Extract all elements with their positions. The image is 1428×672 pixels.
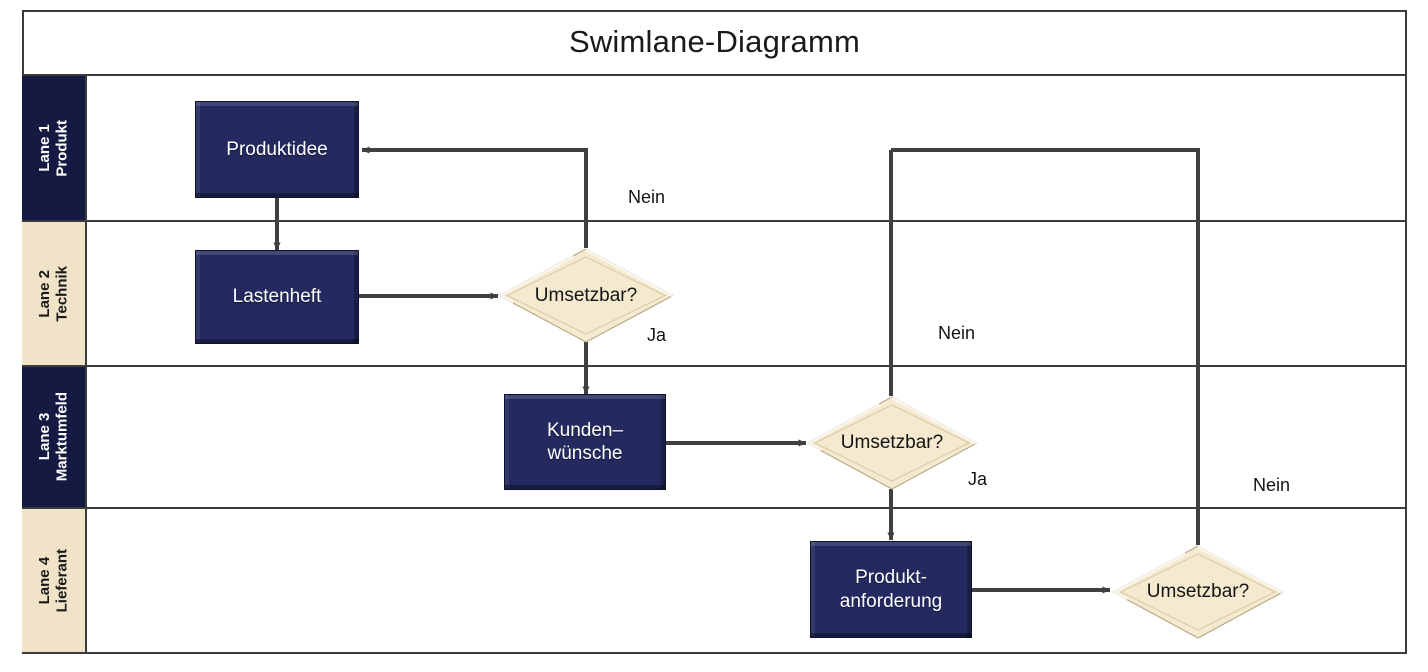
node-decision-umsetzbar-2[interactable]: Umsetzbar? xyxy=(806,396,978,490)
node-decision-2-label: Umsetzbar? xyxy=(840,432,944,453)
node-produktanforderung[interactable]: Produkt-anforderung xyxy=(810,541,972,638)
edge-label-ja-2: Ja xyxy=(968,469,988,489)
diamond-icon xyxy=(498,248,674,343)
node-kundenwuensche-label: Kunden–wünsche xyxy=(546,419,624,464)
edge-label-ja-1: Ja xyxy=(647,325,667,345)
node-decision-3-label: Umsetzbar? xyxy=(1146,581,1250,602)
diagram-title-bar: Swimlane-Diagramm xyxy=(22,10,1407,76)
page-title: Swimlane-Diagramm xyxy=(568,24,861,59)
node-kundenwuensche[interactable]: Kunden–wünsche xyxy=(504,394,666,490)
edge-label-nein-2: Nein xyxy=(938,323,976,343)
node-produktidee[interactable]: Produktidee xyxy=(195,101,359,198)
node-produktidee-label: Produktidee xyxy=(226,138,328,160)
edge-label-nein-3: Nein xyxy=(1253,475,1291,495)
diamond-icon xyxy=(1112,545,1284,639)
node-lastenheft-label: Lastenheft xyxy=(232,286,322,308)
lane-body-3 xyxy=(87,367,1407,507)
node-decision-umsetzbar-3[interactable]: Umsetzbar? xyxy=(1112,545,1284,639)
node-decision-umsetzbar-1[interactable]: Umsetzbar? xyxy=(498,248,674,343)
node-produktanforderung-label: Produkt-anforderung xyxy=(839,567,943,612)
diamond-icon xyxy=(806,396,978,490)
node-decision-1-label: Umsetzbar? xyxy=(534,284,638,306)
node-lastenheft[interactable]: Lastenheft xyxy=(195,250,359,344)
edge-label-nein-1: Nein xyxy=(628,187,666,207)
